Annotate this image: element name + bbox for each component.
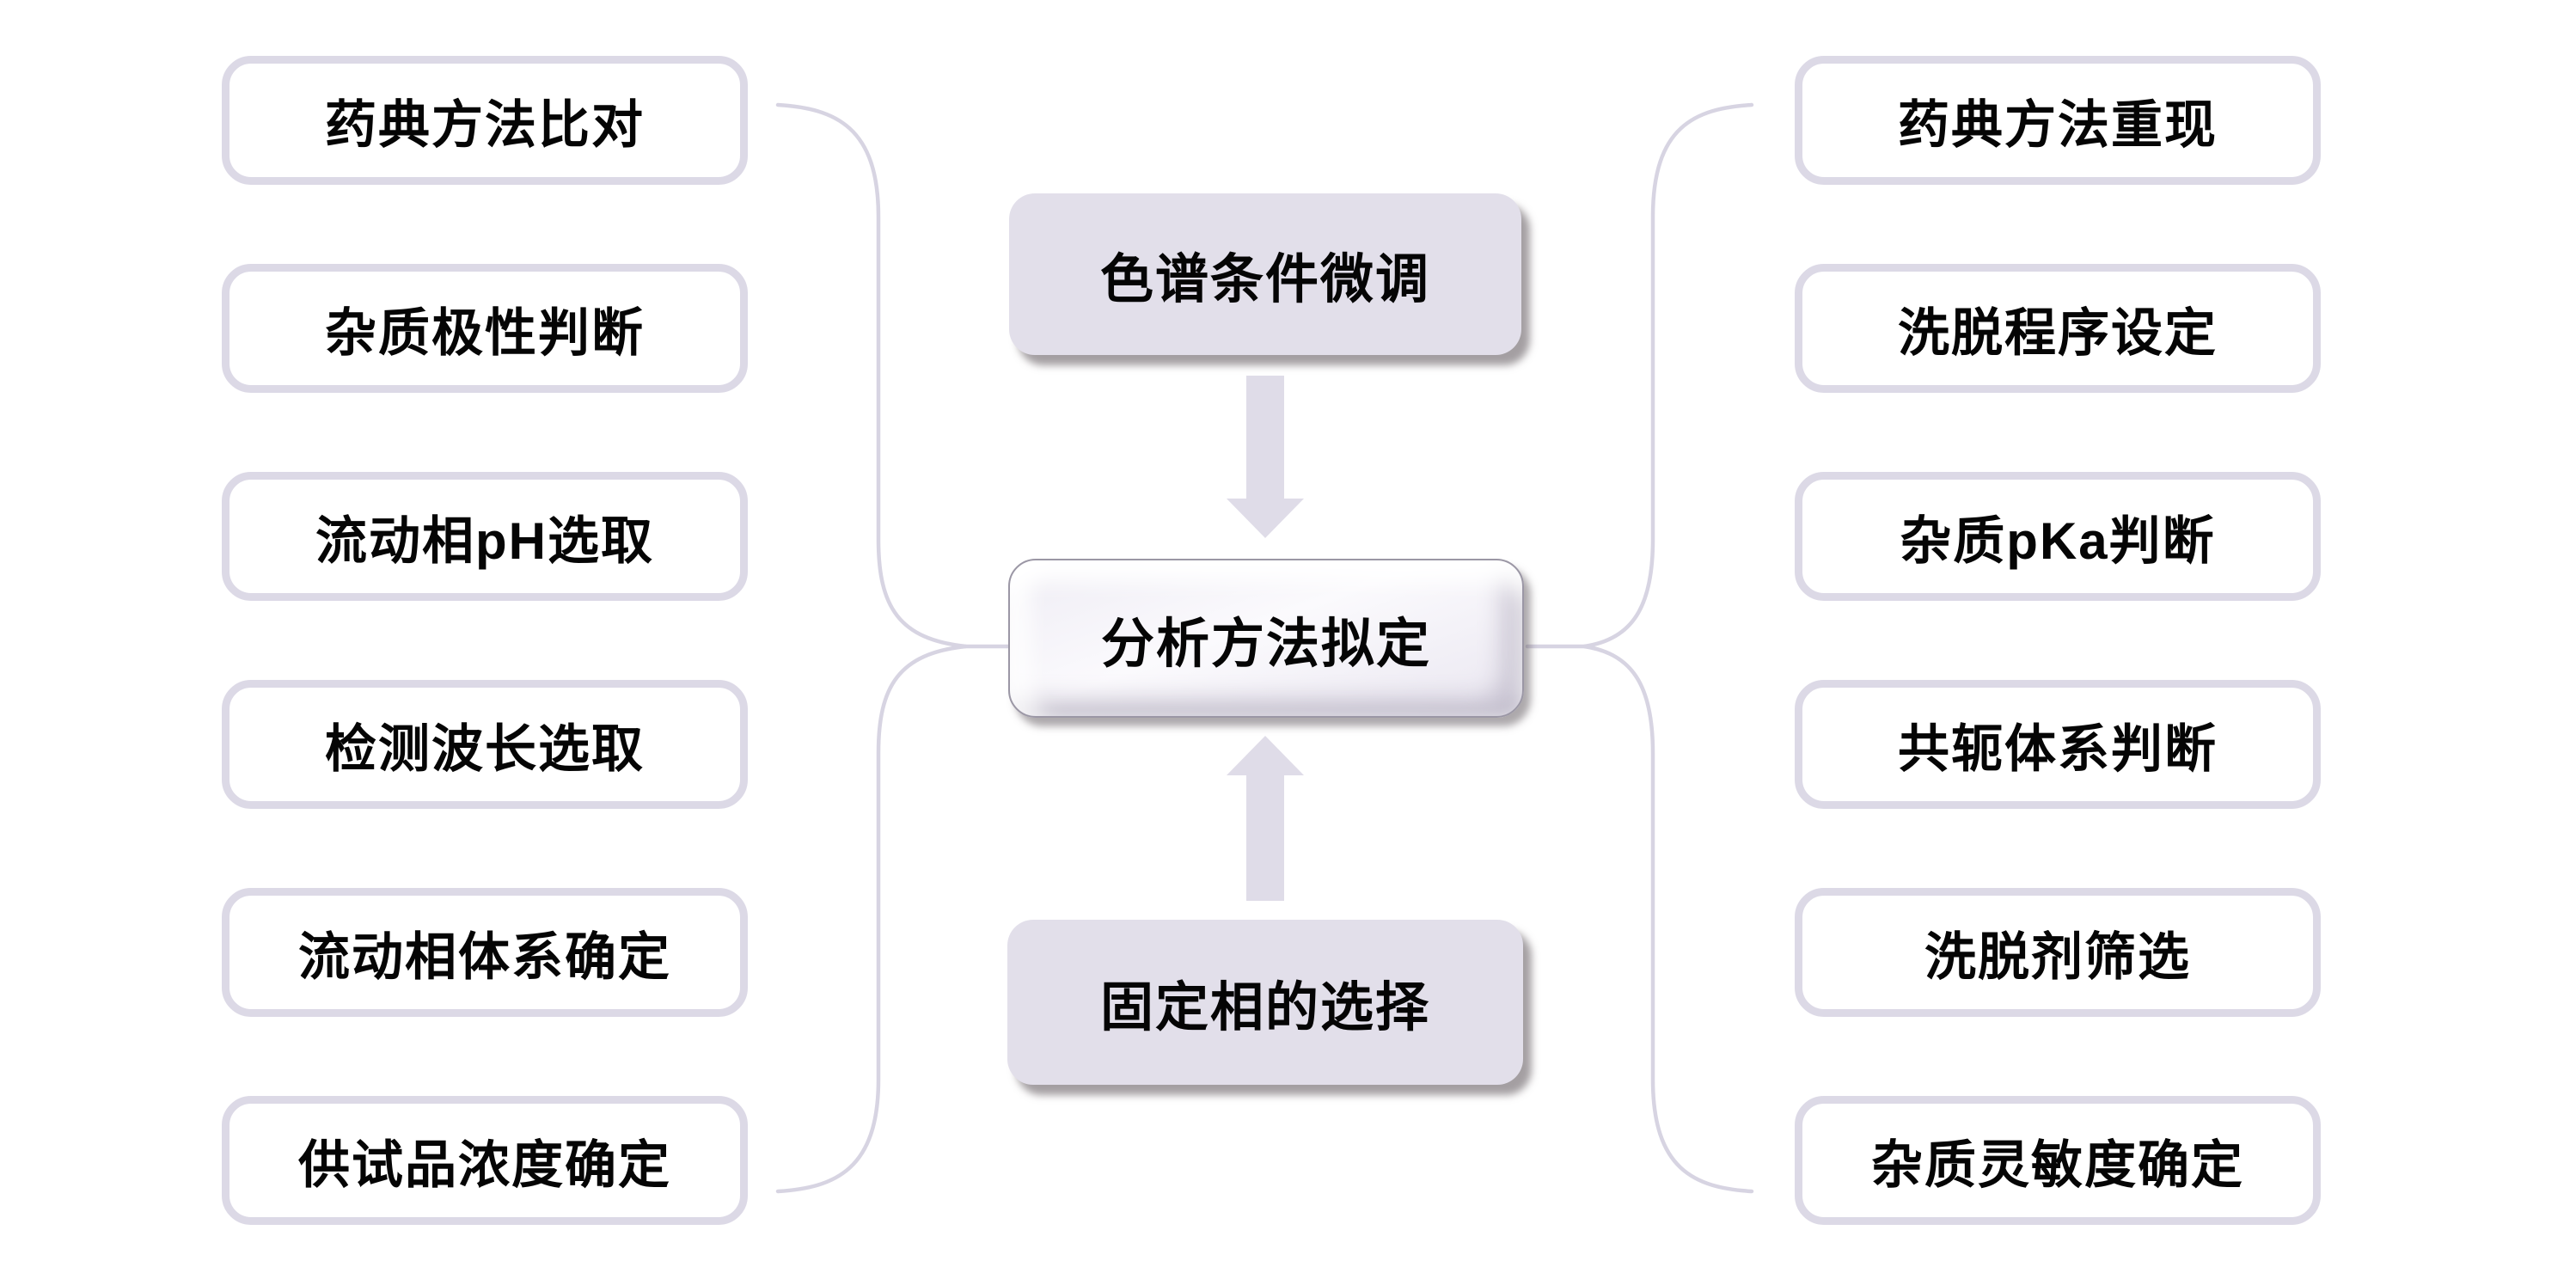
node-label: 流动相体系确定: [298, 927, 671, 986]
left-brace: [775, 102, 1015, 1194]
node-label: 色谱条件微调: [1099, 250, 1430, 309]
node-label: 供试品浓度确定: [298, 1135, 671, 1194]
node-label: 固定相的选择: [1099, 978, 1430, 1037]
node-label: 杂质pKa判断: [1900, 511, 2216, 570]
node-label: 药典方法比对: [325, 95, 645, 154]
right-node-pharmacopoeia-reproduction: 药典方法重现: [1795, 56, 2321, 185]
node-label: 药典方法重现: [1898, 95, 2218, 154]
up-arrow-icon: [1227, 736, 1304, 901]
right-node-impurity-pka: 杂质pKa判断: [1795, 472, 2321, 601]
center-node-chromatographic-condition-tuning: 色谱条件微调: [1009, 193, 1521, 355]
center-node-analytical-method-drafting: 分析方法拟定: [1008, 559, 1524, 718]
node-label: 流动相pH选取: [315, 511, 654, 570]
down-arrow-icon: [1227, 376, 1304, 538]
node-label: 洗脱剂筛选: [1924, 927, 2191, 986]
left-node-mobile-phase-system: 流动相体系确定: [222, 888, 748, 1017]
node-label: 检测波长选取: [325, 719, 645, 778]
left-node-sample-concentration: 供试品浓度确定: [222, 1096, 748, 1225]
left-node-mobile-phase-ph: 流动相pH选取: [222, 472, 748, 601]
node-label: 杂质灵敏度确定: [1871, 1135, 2244, 1194]
node-label: 洗脱程序设定: [1898, 303, 2218, 362]
left-node-impurity-polarity: 杂质极性判断: [222, 264, 748, 393]
center-node-stationary-phase-selection: 固定相的选择: [1007, 920, 1523, 1085]
right-brace: [1525, 102, 1754, 1194]
node-label: 共轭体系判断: [1898, 719, 2218, 778]
node-label: 杂质极性判断: [325, 303, 645, 362]
node-label: 分析方法拟定: [1100, 614, 1431, 674]
right-node-elution-program: 洗脱程序设定: [1795, 264, 2321, 393]
right-node-impurity-sensitivity: 杂质灵敏度确定: [1795, 1096, 2321, 1225]
right-node-eluent-screening: 洗脱剂筛选: [1795, 888, 2321, 1017]
left-node-detection-wavelength: 检测波长选取: [222, 680, 748, 809]
right-node-conjugated-system: 共轭体系判断: [1795, 680, 2321, 809]
left-node-pharmacopoeia-comparison: 药典方法比对: [222, 56, 748, 185]
